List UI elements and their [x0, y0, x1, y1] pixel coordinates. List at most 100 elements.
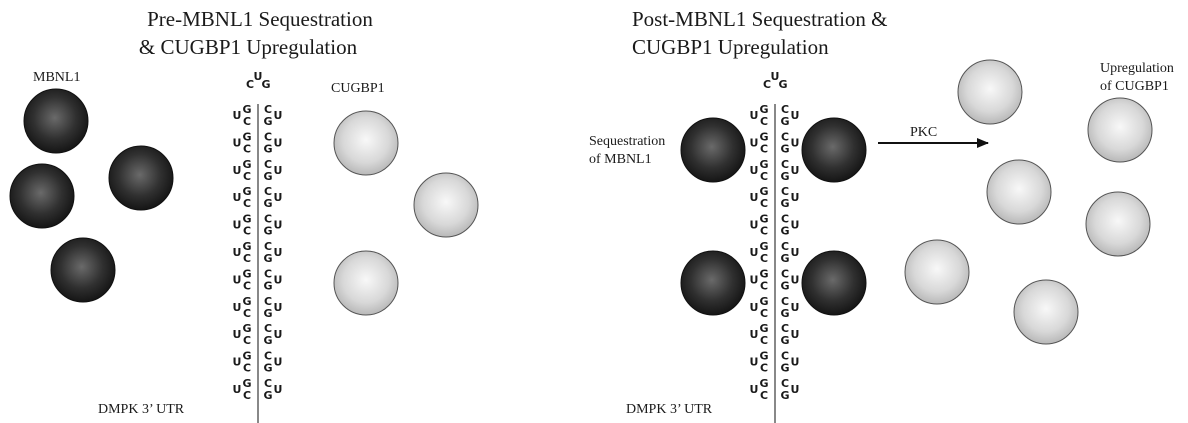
nucleotide-label: U [771, 70, 780, 83]
sequestered-mbnl1-protein [680, 117, 746, 183]
nucleotide-label: G [759, 103, 768, 116]
nucleotide-label: G [263, 362, 272, 375]
nucleotide-label: C [760, 225, 768, 238]
nucleotide-label: G [780, 334, 789, 347]
nucleotide-label: U [274, 136, 283, 149]
nucleotide-label: G [759, 185, 768, 198]
left-title-line2: & CUGBP1 Upregulation [139, 35, 358, 59]
nucleotide-label: U [791, 109, 800, 122]
nucleotide-label: U [274, 219, 283, 232]
nucleotide-label: G [759, 377, 768, 390]
nucleotide-label: G [759, 130, 768, 143]
nucleotide-label: C [781, 322, 789, 335]
nucleotide-label: U [233, 191, 242, 204]
nucleotide-label: C [264, 213, 272, 226]
cugbp1-protein [986, 159, 1052, 225]
nucleotide-label: G [780, 307, 789, 320]
nucleotide-label: C [760, 115, 768, 128]
nucleotide-label: U [791, 246, 800, 259]
nucleotide-label: C [264, 130, 272, 143]
cugbp1-protein [413, 172, 479, 238]
nucleotide-label: U [233, 328, 242, 341]
nucleotide-label: C [264, 377, 272, 390]
nucleotide-label: G [263, 389, 272, 402]
nucleotide-label: G [242, 158, 251, 171]
right-title-line1: Post-MBNL1 Sequestration & [632, 7, 888, 31]
nucleotide-label: C [760, 362, 768, 375]
nucleotide-label: G [780, 115, 789, 128]
right-title-line2: CUGBP1 Upregulation [632, 35, 829, 59]
nucleotide-label: C [264, 158, 272, 171]
nucleotide-label: U [233, 109, 242, 122]
nucleotide-label: C [264, 240, 272, 253]
cugbp1-protein [333, 250, 399, 316]
nucleotide-label: G [759, 322, 768, 335]
nucleotide-label: G [242, 240, 251, 253]
nucleotide-label: U [233, 136, 242, 149]
nucleotide-label: G [263, 307, 272, 320]
cugbp1-protein [1085, 191, 1151, 257]
nucleotide-label: U [274, 246, 283, 259]
sequestered-mbnl1-protein [680, 250, 746, 316]
nucleotide-label: U [750, 191, 759, 204]
nucleotide-label: G [242, 130, 251, 143]
nucleotide-label: G [242, 267, 251, 280]
nucleotide-label: G [780, 362, 789, 375]
nucleotide-label: G [263, 225, 272, 238]
nucleotide-label: C [264, 322, 272, 335]
nucleotide-label: U [274, 273, 283, 286]
mbnl1-protein [50, 237, 116, 303]
nucleotide-label: C [781, 377, 789, 390]
cugbp1-label: CUGBP1 [331, 81, 385, 96]
cugbp1-protein [904, 239, 970, 305]
nucleotide-label: C [243, 197, 251, 210]
nucleotide-label: U [750, 328, 759, 341]
nucleotide-label: G [263, 334, 272, 347]
nucleotide-label: G [778, 78, 787, 91]
nucleotide-label: U [233, 273, 242, 286]
nucleotide-label: G [242, 103, 251, 116]
nucleotide-label: C [243, 225, 251, 238]
nucleotide-label: G [263, 170, 272, 183]
nucleotide-label: C [243, 170, 251, 183]
nucleotide-label: C [760, 307, 768, 320]
nucleotide-label: C [243, 389, 251, 402]
nucleotide-label: U [791, 273, 800, 286]
nucleotide-label: C [243, 279, 251, 292]
nucleotide-label: U [791, 136, 800, 149]
nucleotide-label: U [233, 356, 242, 369]
nucleotide-label: G [759, 240, 768, 253]
nucleotide-label: G [242, 213, 251, 226]
nucleotide-label: G [263, 279, 272, 292]
nucleotide-label: C [243, 252, 251, 265]
cugbp1-protein [1087, 97, 1153, 163]
mbnl1-protein [9, 163, 75, 229]
nucleotide-label: C [781, 240, 789, 253]
left-panel: Pre-MBNL1 Sequestration & CUGBP1 Upregul… [9, 7, 479, 423]
nucleotide-label: G [759, 350, 768, 363]
nucleotide-label: U [274, 356, 283, 369]
nucleotide-label: C [760, 197, 768, 210]
sequestered-mbnl1-protein [801, 250, 867, 316]
nucleotide-label: U [254, 70, 263, 83]
nucleotide-label: U [274, 328, 283, 341]
nucleotide-label: G [780, 197, 789, 210]
nucleotide-label: U [750, 136, 759, 149]
nucleotide-label: U [791, 301, 800, 314]
nucleotide-label: U [274, 383, 283, 396]
mbnl1-protein [23, 88, 89, 154]
nucleotide-label: C [264, 295, 272, 308]
nucleotide-label: C [781, 267, 789, 280]
nucleotide-label: C [781, 130, 789, 143]
nucleotide-label: G [242, 185, 251, 198]
nucleotide-label: U [750, 273, 759, 286]
nucleotide-label: C [264, 267, 272, 280]
left-utr-label: DMPK 3’ UTR [98, 402, 185, 417]
nucleotide-label: U [791, 328, 800, 341]
nucleotide-label: C [760, 334, 768, 347]
cugbp1-protein [957, 59, 1023, 125]
nucleotide-label: U [791, 164, 800, 177]
nucleotide-label: U [750, 356, 759, 369]
